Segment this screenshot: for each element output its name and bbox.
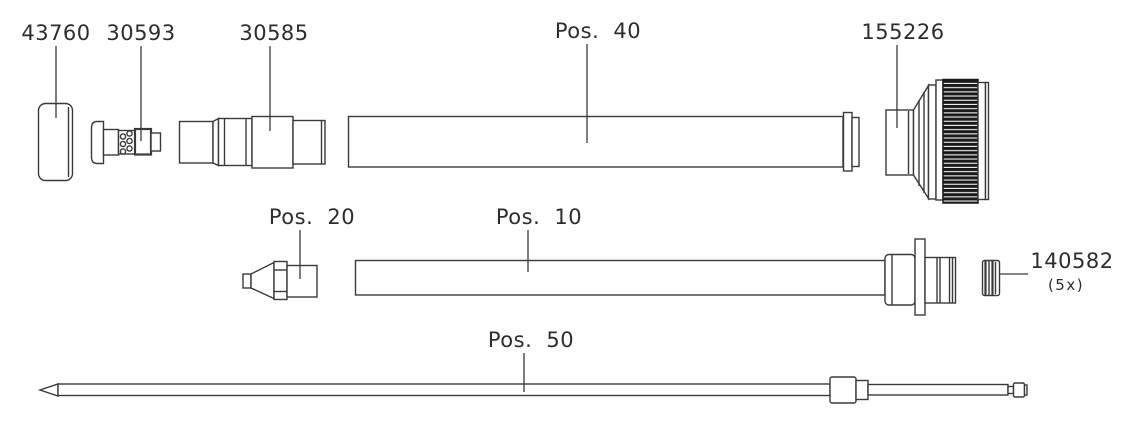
label-adapter: 30585 [239,21,309,45]
label-stylet-rod: Pos. 50 [487,328,575,352]
label-inner-tube: Pos. 10 [495,205,583,229]
leader-lines [55,44,1028,392]
part-inner-tube [354,238,957,316]
label-outer-tube: Pos. 40 [554,19,642,43]
label-nozzle-tip: Pos. 20 [268,205,356,229]
part-coupling-wheel [885,78,990,204]
label-cap: 43760 [21,21,91,45]
part-valve [90,120,162,165]
part-outer-tube [347,111,860,172]
knurled-grip [942,78,979,204]
part-seal-cap [981,259,1001,297]
part-adapter [178,115,326,169]
label-valve: 30593 [106,21,176,45]
label-seal-cap: 140582 [1030,249,1114,273]
part-nozzle-tip [242,260,318,301]
part-stylet-rod [37,376,1028,404]
label-coupling-wheel: 155226 [861,20,945,44]
label-seal-cap-quantity: (5x) [1047,276,1085,294]
